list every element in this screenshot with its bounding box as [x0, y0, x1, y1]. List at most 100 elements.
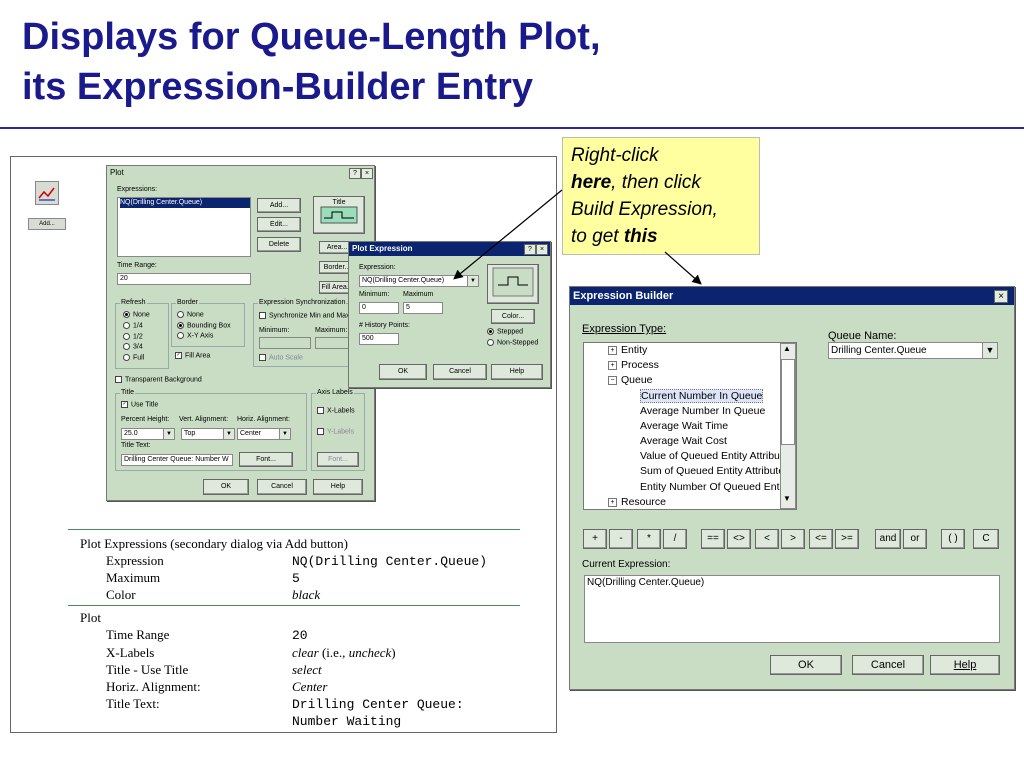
tree-node-sum-of-queued-entity-attributes[interactable]: Sum of Queued Entity Attributes — [640, 465, 790, 477]
refresh-none-radio[interactable]: None — [123, 311, 150, 318]
y-labels-checkbox[interactable]: Y-Labels — [317, 428, 354, 435]
plot-expression-close-button[interactable]: × — [536, 244, 548, 255]
tree-scroll-thumb[interactable] — [781, 359, 795, 445]
border-bounding-box-radio[interactable]: Bounding Box — [177, 322, 231, 329]
add-expression-button[interactable]: Add... — [257, 198, 301, 213]
plot-close-button[interactable]: × — [361, 168, 373, 179]
tree-node-resource[interactable]: +Resource — [608, 496, 666, 508]
refresh-group: Refresh — [115, 299, 169, 369]
operator-or-button[interactable]: or — [903, 529, 927, 549]
expression-type-tree[interactable]: +Entity +Process −Queue Current Number I… — [583, 342, 797, 510]
expression-builder-ok-button[interactable]: OK — [770, 655, 842, 675]
tree-node-queue[interactable]: −Queue — [608, 374, 653, 386]
operator-divide-button[interactable]: / — [663, 529, 687, 549]
plot-help-button-bottom[interactable]: Help — [313, 479, 363, 495]
expand-plus-icon: + — [608, 497, 617, 507]
tree-node-process[interactable]: +Process — [608, 359, 659, 371]
refresh-half-radio[interactable]: 1/2 — [123, 333, 143, 340]
operator-not-equal-button[interactable]: <> — [727, 529, 751, 549]
border-none-radio[interactable]: None — [177, 311, 204, 318]
horiz-alignment-select[interactable]: Center▼ — [237, 428, 291, 440]
refresh-three-quarter-radio[interactable]: 3/4 — [123, 343, 143, 350]
operator-minus-button[interactable]: - — [609, 529, 633, 549]
x-labels-checkbox[interactable]: X-Labels — [317, 407, 355, 414]
table-row-label: Color — [106, 587, 136, 602]
title-text-label: Title Text: — [121, 442, 151, 449]
expression-builder-close-button[interactable]: × — [994, 290, 1008, 303]
color-button[interactable]: Color... — [491, 309, 535, 324]
plot-toolbar-icon[interactable] — [35, 181, 59, 205]
tree-node-average-wait-time[interactable]: Average Wait Time — [640, 420, 729, 432]
plot-expression-cancel-button[interactable]: Cancel — [433, 364, 487, 380]
transparent-background-checkbox[interactable]: Transparent Background — [115, 376, 202, 383]
operator-less-equal-button[interactable]: <= — [809, 529, 833, 549]
fill-area-checkbox[interactable]: ✓Fill Area — [175, 352, 211, 360]
expression-preview — [487, 264, 539, 304]
auto-scale-checkbox[interactable]: Auto Scale — [259, 354, 303, 361]
history-points-input[interactable]: 500 — [359, 333, 399, 345]
use-title-checkbox[interactable]: ✓Use Title — [121, 401, 159, 409]
title-font-button[interactable]: Font... — [239, 452, 293, 467]
delete-expression-button[interactable]: Delete — [257, 237, 301, 252]
arrow-to-expression-field — [453, 189, 563, 280]
expressions-label: Expressions: — [117, 186, 158, 193]
refresh-quarter-radio[interactable]: 1/4 — [123, 322, 143, 329]
expression-builder-cancel-button[interactable]: Cancel — [852, 655, 924, 675]
title-text-input[interactable]: Drilling Center Queue: Number W — [121, 454, 233, 466]
tree-node-current-number-in-queue[interactable]: Current Number In Queue — [640, 389, 764, 403]
scroll-down-arrow-icon[interactable]: ▼ — [783, 494, 791, 503]
plot-help-button[interactable]: ? — [349, 168, 361, 179]
expressions-list-item[interactable]: NQ(Drilling Center.Queue) — [120, 198, 250, 208]
expression-select[interactable]: NQ(Drilling Center.Queue)▼ — [359, 275, 479, 287]
plot-cancel-button[interactable]: Cancel — [257, 479, 307, 495]
plot-expression-help-button[interactable]: ? — [524, 244, 536, 255]
operator-greater-equal-button[interactable]: >= — [835, 529, 859, 549]
operator-less-button[interactable]: < — [755, 529, 779, 549]
slide-title: Displays for Queue-Length Plot, its Expr… — [22, 12, 601, 112]
plot-expression-help-button-bottom[interactable]: Help — [491, 364, 543, 380]
tree-node-entity[interactable]: +Entity — [608, 344, 647, 356]
table-row-value: Center — [292, 679, 328, 694]
clear-button[interactable]: C — [973, 529, 999, 549]
time-range-label: Time Range: — [117, 262, 157, 269]
plot-expression-ok-button[interactable]: OK — [379, 364, 427, 380]
plot-ok-button[interactable]: OK — [203, 479, 249, 495]
operator-parentheses-button[interactable]: ( ) — [941, 529, 965, 549]
time-range-input[interactable]: 20 — [117, 273, 251, 285]
tree-node-value-of-queued-entity-attribute[interactable]: Value of Queued Entity Attribute — [640, 450, 789, 462]
border-xy-axis-radio[interactable]: X-Y Axis — [177, 332, 213, 339]
expression-label: Expression: — [359, 264, 396, 271]
stepped-radio[interactable]: Stepped — [487, 328, 523, 335]
tree-node-average-number-in-queue[interactable]: Average Number In Queue — [640, 405, 766, 417]
scroll-up-arrow-icon[interactable]: ▲ — [783, 344, 791, 353]
edit-expression-button[interactable]: Edit... — [257, 217, 301, 232]
operator-plus-button[interactable]: + — [583, 529, 607, 549]
expressions-list[interactable]: NQ(Drilling Center.Queue) — [117, 197, 251, 257]
operator-and-button[interactable]: and — [875, 529, 901, 549]
toolbar-add-button[interactable]: Add... — [28, 218, 66, 230]
operator-greater-button[interactable]: > — [781, 529, 805, 549]
queue-name-select[interactable]: Drilling Center.Queue▼ — [828, 342, 998, 359]
tree-node-entity-number-of-queued-entity[interactable]: Entity Number Of Queued Entity — [640, 481, 790, 493]
minimum-input[interactable]: 0 — [359, 302, 399, 314]
sync-minimum-input[interactable] — [259, 337, 311, 349]
refresh-full-radio[interactable]: Full — [123, 354, 144, 361]
tree-node-average-wait-cost[interactable]: Average Wait Cost — [640, 435, 727, 447]
vert-alignment-select[interactable]: Top▼ — [181, 428, 235, 440]
operator-equal-button[interactable]: == — [701, 529, 725, 549]
plot-dialog: Plot ? × Expressions: NQ(Drilling Center… — [106, 165, 375, 501]
axis-font-button[interactable]: Font... — [317, 452, 359, 467]
maximum-input[interactable]: 5 — [403, 302, 443, 314]
table-group2-title: Plot — [80, 610, 101, 625]
expression-builder-help-button[interactable]: Help — [930, 655, 1000, 675]
non-stepped-radio[interactable]: Non-Stepped — [487, 339, 538, 346]
operator-multiply-button[interactable]: * — [637, 529, 661, 549]
sync-min-max-checkbox[interactable]: Synchronize Min and Max — [259, 312, 350, 319]
percent-height-label: Percent Height: — [121, 416, 170, 423]
percent-height-select[interactable]: 25.0▼ — [121, 428, 175, 440]
current-expression-input[interactable]: NQ(Drilling Center.Queue) — [584, 575, 1000, 643]
screenshot-frame — [10, 156, 557, 733]
border-group: Border — [171, 299, 245, 347]
title-preview-button[interactable]: Title — [313, 196, 365, 234]
dropdown-arrow-icon: ▼ — [982, 343, 997, 358]
